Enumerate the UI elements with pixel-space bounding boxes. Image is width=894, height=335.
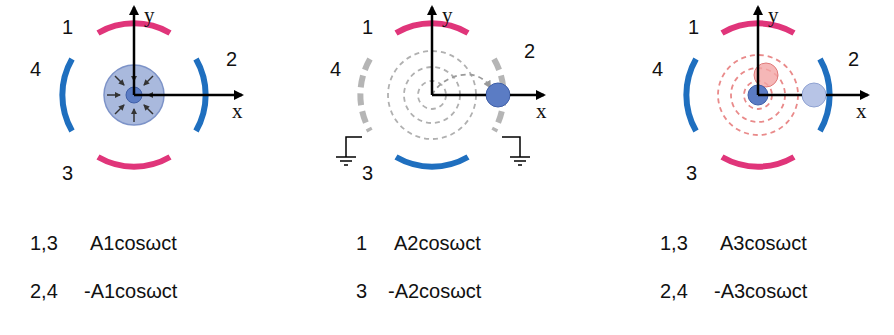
- electrode-number: 2: [226, 48, 237, 70]
- trap-panel-2: [336, 7, 544, 167]
- electrode-number: 4: [30, 58, 41, 80]
- electrode-number: 4: [652, 58, 663, 80]
- axis-label: x: [536, 100, 547, 123]
- electrode-pair: 1,3: [660, 232, 688, 254]
- electrode-number: 1: [362, 16, 373, 38]
- voltage-formula: -A2cosωct: [388, 280, 481, 302]
- axis-label: y: [442, 4, 453, 27]
- electrode-number: 3: [62, 162, 73, 184]
- electrode-pair: 3: [356, 280, 367, 302]
- trap-panel-3: [686, 7, 868, 167]
- electrode-pair: 2,4: [30, 280, 58, 302]
- electrode-number: 1: [62, 16, 73, 38]
- electrode-number: 3: [686, 162, 697, 184]
- electrode-pair: 1,3: [30, 232, 58, 254]
- electrode-number: 4: [330, 58, 341, 80]
- voltage-formula: A3cosωct: [720, 232, 807, 254]
- voltage-formula: -A1cosωct: [84, 280, 177, 302]
- voltage-formula: -A3cosωct: [714, 280, 807, 302]
- electrode-number: 2: [524, 40, 535, 62]
- electrode-number: 1: [688, 16, 699, 38]
- axis-label: x: [232, 100, 243, 123]
- voltage-formula: A1cosωct: [90, 232, 177, 254]
- axis-label: x: [856, 100, 867, 123]
- electrode-pair: 1: [356, 232, 367, 254]
- electrode-pair: 2,4: [660, 280, 688, 302]
- voltage-formula: A2cosωct: [394, 232, 481, 254]
- electrode-number: 3: [362, 162, 373, 184]
- axis-label: y: [144, 4, 155, 27]
- trap-panel-1: [62, 7, 242, 167]
- axis-label: y: [768, 4, 779, 27]
- electrode-number: 2: [848, 48, 859, 70]
